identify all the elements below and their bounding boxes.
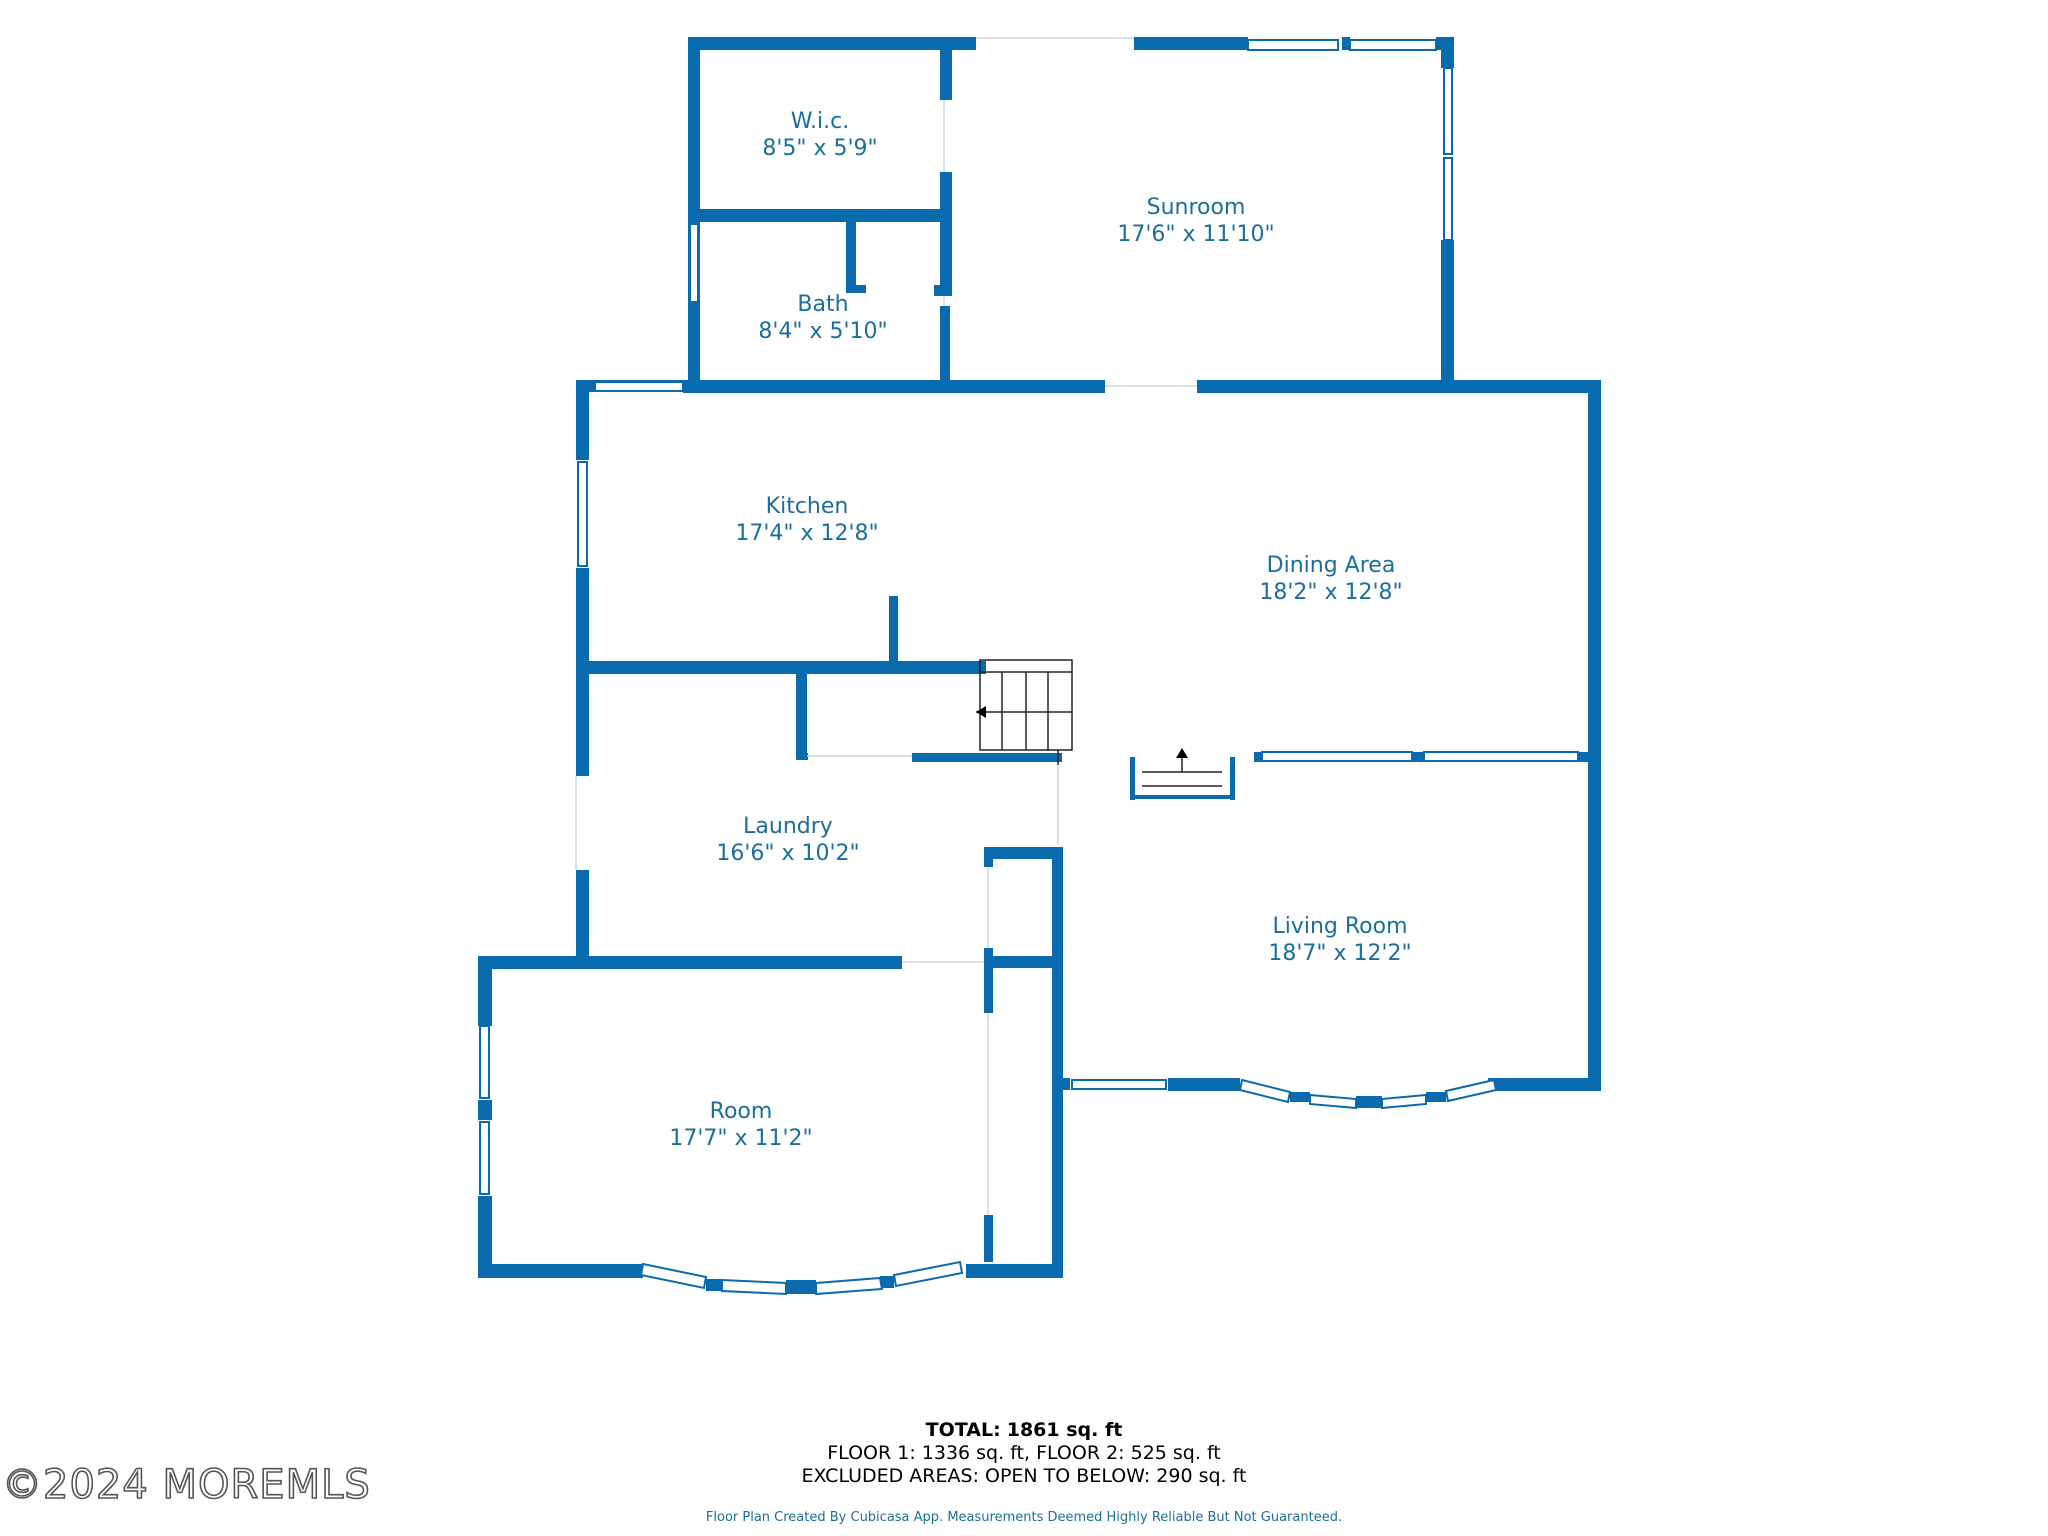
total-area-line: TOTAL: 1861 sq. ft (0, 1419, 2048, 1442)
room-dims-sunroom: 17'6" x 11'10" (1117, 222, 1274, 247)
room-name-dining-area: Dining Area (1267, 553, 1396, 578)
staircase-upper (976, 659, 1073, 765)
total-value: 1861 sq. ft (1006, 1419, 1123, 1441)
windows (479, 39, 1579, 1296)
walls (478, 37, 1601, 1294)
stair-arrow-up-icon (1176, 748, 1188, 758)
floor-plan-credit: Floor Plan Created By Cubicasa App. Meas… (705, 1510, 1343, 1525)
room-name-laundry: Laundry (743, 814, 833, 839)
floor-areas-line: FLOOR 1: 1336 sq. ft, FLOOR 2: 525 sq. f… (827, 1442, 1221, 1464)
total-label: TOTAL: (925, 1419, 1001, 1441)
room-name-sunroom: Sunroom (1147, 195, 1246, 220)
excluded-areas-line: EXCLUDED AREAS: OPEN TO BELOW: 290 sq. f… (801, 1465, 1247, 1487)
room-name-bath: Bath (797, 292, 848, 317)
room-dims-bath: 8'4" x 5'10" (758, 319, 887, 344)
room-name-kitchen: Kitchen (766, 494, 849, 519)
room-dims-wic: 8'5" x 5'9" (762, 136, 877, 161)
room-dims-laundry: 16'6" x 10'2" (716, 841, 859, 866)
room-labels: W.i.c. 8'5" x 5'9" Sunroom 17'6" x 11'10… (669, 109, 1411, 1151)
open-doorway-lines (575, 37, 1197, 1215)
copyright-watermark: ©2024 MOREMLS (1, 1461, 371, 1509)
room-dims-living-room: 18'7" x 12'2" (1268, 941, 1411, 966)
room-dims-dining-area: 18'2" x 12'8" (1259, 580, 1402, 605)
stair-arrow-left-icon (976, 706, 986, 718)
room-dims-room: 17'7" x 11'2" (669, 1126, 812, 1151)
room-name-living-room: Living Room (1272, 914, 1407, 939)
room-dims-kitchen: 17'4" x 12'8" (735, 521, 878, 546)
room-name-room: Room (710, 1099, 773, 1124)
room-name-wic: W.i.c. (791, 109, 849, 134)
